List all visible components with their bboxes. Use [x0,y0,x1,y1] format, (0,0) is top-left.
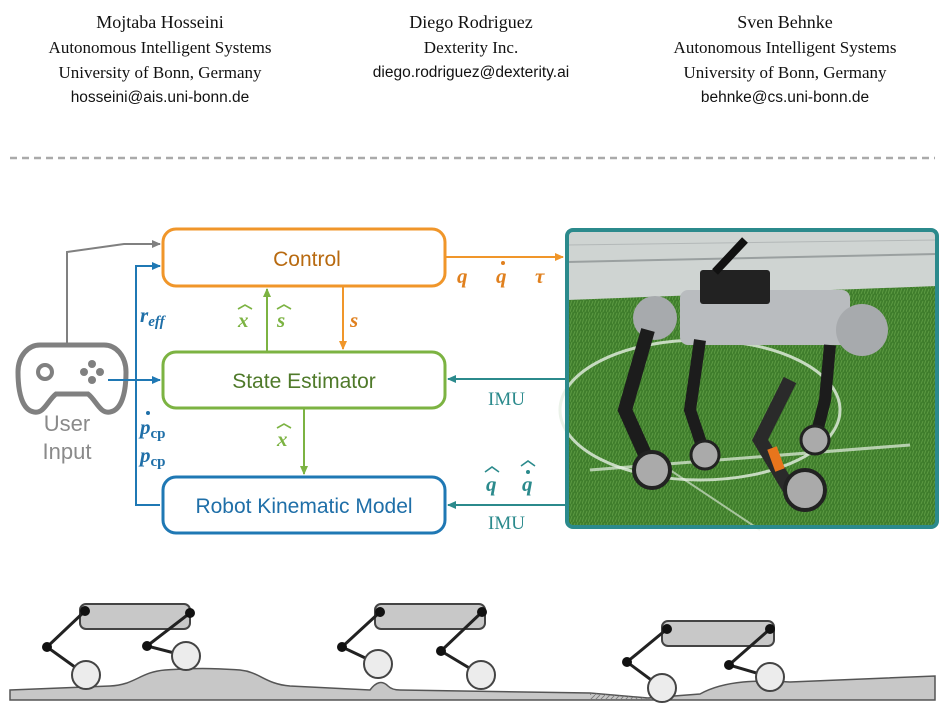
author-affiliation: Autonomous Intelligent Systems [48,38,272,57]
s-hat-label: s [276,308,285,332]
user-input-label-1: User [44,411,90,436]
q-label: q [457,264,468,288]
robot-sketch-3 [622,620,785,703]
robot-sketch-2 [337,603,496,690]
author-1: Mojtaba Hosseini Autonomous Intelligent … [0,10,320,110]
author-name: Diego Rodriguez [409,12,533,32]
q-dot-hat-label: q [522,472,533,496]
author-email[interactable]: hosseini@ais.uni-bonn.de [70,89,250,106]
robot-sketch-1 [42,603,201,690]
author-name: Mojtaba Hosseini [96,12,224,32]
author-email[interactable]: behnke@cs.uni-bonn.de [700,89,870,106]
gamepad-icon [15,342,129,415]
terrain-illustration [9,603,936,703]
q-hat-label: q [486,472,497,496]
x-hat-label: x [237,308,249,332]
robot-photo [558,228,939,531]
author-name: Sven Behnke [737,12,833,32]
author-3: Sven Behnke Autonomous Intelligent Syste… [625,10,943,110]
kinematic-to-control-arrow [135,262,161,506]
r-eff-label: reff [140,303,167,330]
kinematic-model-block [161,475,447,535]
p-cp-dot-label: pcp [138,415,166,442]
s-label: s [349,308,358,332]
author-institution: University of Bonn, Germany [58,63,262,82]
tau-label: τ [535,264,545,288]
p-cp-label: pcp [138,443,166,470]
author-affiliation: Autonomous Intelligent Systems [673,38,897,57]
state-estimator-label: State Estimator [232,370,376,393]
x-hat-label-2: x [276,427,288,451]
author-2: Diego Rodriguez Dexterity Inc. diego.rod… [311,10,631,85]
author-institution: University of Bonn, Germany [683,63,887,82]
q-dot-label: q [496,264,507,288]
author-email[interactable]: diego.rodriguez@dexterity.ai [372,64,570,81]
control-label: Control [273,248,341,271]
imu-label-1: IMU [488,389,525,410]
author-affiliation: Dexterity Inc. [423,38,519,57]
user-input-label-2: Input [43,439,92,464]
kinematic-model-label: Robot Kinematic Model [195,495,412,518]
imu-label-2: IMU [488,513,525,534]
user-to-control-arrow [66,240,161,345]
